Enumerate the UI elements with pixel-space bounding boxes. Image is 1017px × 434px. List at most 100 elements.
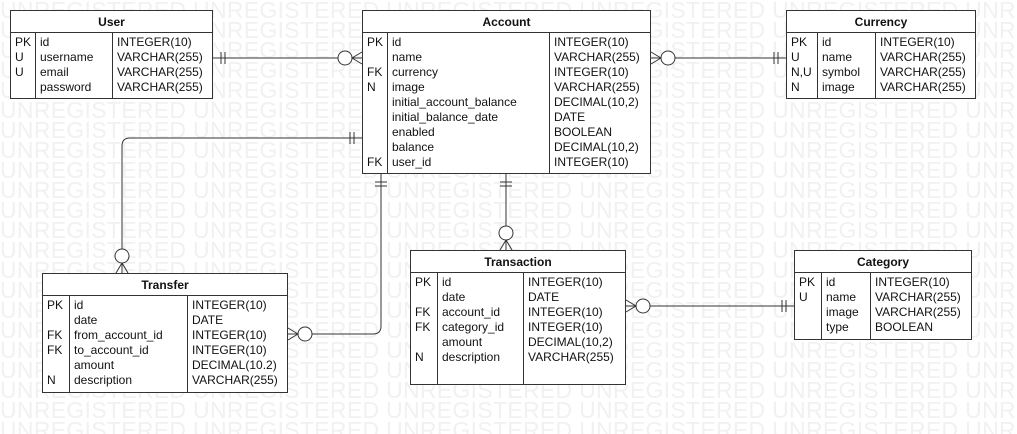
field-key [47,358,69,373]
field-type: INTEGER(10) [528,305,603,319]
field-name: password [40,80,92,94]
field-type: INTEGER(10) [117,35,192,49]
field-type: DECIMAL(10,2) [554,140,639,154]
field-name: amount [74,358,115,372]
field-key: PK [791,35,808,49]
field-key: U [791,50,800,64]
field-name: symbol [822,65,861,79]
field-name: name [392,50,423,64]
field-key [367,140,387,155]
field-name: amount [442,335,483,349]
field-type: DECIMAL(10,2) [528,335,613,349]
field-type: BOOLEAN [554,125,613,139]
crows-foot-marker [625,299,637,307]
field-name: user_id [392,155,432,169]
type-column: INTEGER(10)VARCHAR(255)INTEGER(10)VARCHA… [549,33,650,173]
field-key: FK [367,65,383,79]
field-key: PK [15,35,32,49]
zero-circle-marker [114,248,130,264]
field-type: DECIMAL(10,2) [554,95,639,109]
entity-title: User [11,11,212,33]
crows-foot-marker [287,333,299,341]
zero-circle-marker [635,298,651,314]
zero-circle-marker [660,50,676,66]
field-name: image [822,80,855,94]
field-type: VARCHAR(255) [880,50,966,64]
field-type: DECIMAL(10.2) [192,358,277,372]
field-name: id [822,35,832,49]
field-key: N [791,80,800,94]
field-key: PK [415,275,432,289]
field-key [47,313,69,328]
field-type: INTEGER(10) [528,320,603,334]
type-column: INTEGER(10)VARCHAR(255)VARCHAR(255)VARCH… [875,33,975,98]
field-type: INTEGER(10) [192,328,267,342]
field-key [415,335,437,350]
field-name: account_id [442,305,501,319]
entity-title: Transaction [411,251,625,273]
field-key [415,290,437,305]
field-type: VARCHAR(255) [117,65,203,79]
entity-title: Category [795,251,971,273]
field-key: N [367,80,376,94]
field-type: DATE [554,110,586,124]
field-type: INTEGER(10) [554,35,629,49]
field-type: BOOLEAN [875,320,934,334]
field-type: VARCHAR(255) [117,80,203,94]
crows-foot-marker [121,262,129,274]
type-column: INTEGER(10)VARCHAR(255)VARCHAR(255)BOOLE… [870,273,971,339]
field-name: id [826,275,836,289]
field-type: INTEGER(10) [554,155,629,169]
field-type: DATE [192,313,224,327]
field-key: U [15,50,24,64]
field-key [15,80,35,95]
field-name: date [442,290,466,304]
field-key [367,125,387,140]
field-key [367,50,387,65]
field-name: initial_balance_date [392,110,499,124]
entity-title: Transfer [43,274,287,296]
watermark-row: UNREGISTERED UNREGISTERED UNREGISTERED U… [0,197,1017,223]
field-name: image [392,80,425,94]
field-name: category_id [442,320,505,334]
field-type: VARCHAR(255) [554,80,640,94]
field-type: VARCHAR(255) [192,373,278,387]
field-name: name [826,290,857,304]
field-name: id [442,275,452,289]
field-key: FK [47,343,63,357]
field-key [799,320,821,335]
field-type: VARCHAR(255) [528,350,614,364]
field-name: username [40,50,94,64]
field-name: from_account_id [74,328,163,342]
field-key [367,95,387,110]
crows-foot-marker [499,239,507,251]
field-type: DATE [528,290,560,304]
field-name: to_account_id [74,343,149,357]
field-key: N [47,373,56,387]
crows-foot-marker [115,262,123,274]
field-type: INTEGER(10) [192,298,267,312]
field-key: FK [415,320,431,334]
field-name: date [74,313,98,327]
crows-foot-marker [625,305,637,313]
field-key: U [799,290,808,304]
field-key: N,U [791,65,812,79]
field-type: VARCHAR(255) [117,50,203,64]
crows-foot-marker [650,51,662,59]
entity-title: Account [363,11,650,33]
field-key: FK [367,155,383,169]
